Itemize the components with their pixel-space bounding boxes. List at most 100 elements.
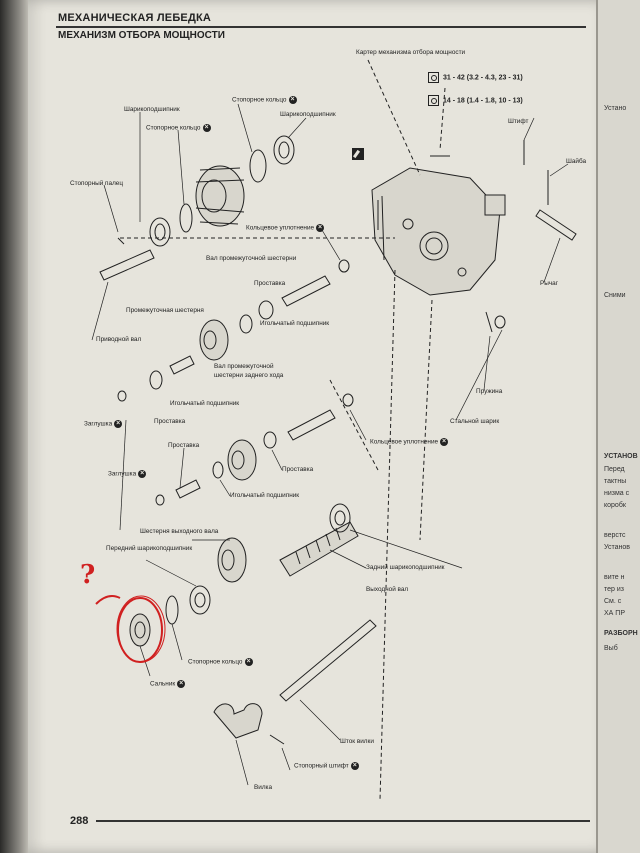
part-label: Стопорный палец (70, 180, 124, 187)
pto-housing-drawing (371, 167, 506, 296)
spacer-drawing (258, 300, 274, 320)
spacer-drawing (175, 479, 201, 499)
header-divider (56, 26, 586, 28)
part-label: Игольчатый подшипник (170, 400, 240, 407)
circle-x-icon: × (350, 762, 359, 770)
facing-page-text: См. с (604, 598, 622, 605)
snap-ring-drawing (179, 203, 193, 233)
facing-page-text: Выб (604, 645, 618, 652)
steel-ball-drawing (494, 315, 506, 329)
torque-spec: 31 - 42 (3.2 - 4.3, 23 - 31) (428, 72, 523, 83)
facing-page-text: Устано (604, 105, 627, 112)
part-label: Штифт (508, 118, 529, 125)
torque-wrench-icon (428, 72, 439, 83)
part-label: Проставка (168, 442, 200, 449)
part-label: Заглушка× (84, 420, 123, 428)
upper-gear-drawing (195, 165, 245, 227)
part-label: Вилка (254, 784, 273, 791)
part-label: Стопорный штифт× (294, 762, 359, 770)
needle-bearing-drawing (149, 370, 163, 390)
drive-shaft-drawing (99, 249, 155, 281)
part-label: Задний шарикоподшипник (366, 564, 445, 571)
spring-drawing (485, 311, 493, 333)
lock-pin-drawing (117, 237, 125, 245)
section-title: МЕХАНИЧЕСКАЯ ЛЕБЕДКА (58, 12, 212, 24)
lock-pin-drawing (269, 734, 285, 745)
section-subtitle: МЕХАНИЗМ ОТБОРА МОЩНОСТИ (58, 30, 225, 41)
front-bearing-drawing (189, 585, 211, 615)
part-label: Шарикоподшипник (280, 111, 336, 118)
circle-x-icon: × (177, 680, 186, 688)
circle-x-icon: × (244, 658, 253, 666)
torque-spec: 14 - 18 (1.4 - 1.8, 10 - 13) (428, 95, 523, 106)
part-label: Шайба (566, 158, 587, 165)
leader-lines (91, 103, 569, 786)
part-label: Игольчатый подшипник (230, 492, 300, 499)
output-gear-drawing (217, 537, 247, 583)
part-label: Приводной вал (96, 336, 142, 343)
facing-page-text: низма с (604, 490, 630, 497)
facing-page-text: Сними (604, 292, 626, 299)
upper-ball-bearing-drawing (149, 217, 171, 247)
o-ring-drawing (338, 259, 350, 273)
part-label: Вал промежуточной (214, 363, 274, 370)
o-ring-drawing (342, 393, 354, 407)
right-ball-bearing-drawing (273, 135, 295, 165)
reverse-idler-gear-drawing (227, 439, 257, 481)
annotation-question-mark: ? (80, 560, 96, 590)
plug-drawing (155, 494, 165, 506)
lever-drawing (535, 209, 577, 241)
snap-ring-drawing (165, 595, 179, 625)
part-label: Передний шарикоподшипник (106, 545, 193, 552)
facing-page-text: тер из (604, 586, 624, 593)
assembly-guide-lines (120, 59, 446, 801)
book-left-edge (0, 0, 28, 853)
part-label: Промежуточная шестерня (126, 307, 204, 314)
part-label: Кольцевое уплотнение× (370, 438, 449, 446)
part-label: Кольцевое уплотнение× (246, 224, 325, 232)
facing-page-text: Перед (604, 466, 625, 473)
needle-bearing-drawing (212, 461, 224, 479)
part-label: Сальник× (150, 680, 186, 688)
torque-wrench-icon (428, 95, 439, 106)
part-label: Стопорное кольцо× (146, 124, 211, 132)
facing-page-text: вите н (604, 574, 625, 581)
reverse-idler-shaft-drawing (287, 409, 336, 441)
part-label: Вал промежуточной шестерни (206, 255, 297, 262)
facing-page-text: тактны (604, 478, 627, 485)
page-number: 288 (70, 815, 89, 827)
part-label: Проставка (282, 466, 314, 473)
part-label: Шарикоподшипник (124, 106, 180, 113)
grease-icon (352, 148, 364, 160)
annotation-circle (95, 595, 166, 663)
part-label: Пружина (476, 388, 503, 395)
spacer-drawing (263, 431, 277, 449)
facing-page-text: УСТАНОВ (604, 453, 638, 460)
circle-x-icon: × (202, 124, 211, 132)
facing-page-text: Установ (604, 544, 630, 551)
plug-drawing (117, 390, 127, 402)
part-label: Проставка (254, 280, 286, 287)
part-label: Картер механизма отбора мощности (356, 49, 466, 56)
facing-page-text: коробк (604, 502, 626, 509)
facing-page-text: верстс (604, 532, 626, 539)
needle-bearing-drawing (239, 314, 253, 334)
part-label: Шестерня выходного вала (140, 528, 219, 535)
fork-drawing (213, 703, 263, 739)
part-label: Стопорное кольцо× (188, 658, 253, 666)
facing-page-text: РАЗБОРН (604, 630, 638, 637)
part-label: Рычаг (540, 280, 559, 287)
pin-drawing (523, 140, 549, 205)
fork-rod-drawing (279, 619, 377, 702)
circle-x-icon: × (316, 224, 325, 232)
part-label: Шток вилки (340, 738, 374, 745)
circle-x-icon: × (114, 420, 123, 428)
part-label: Выходной вал (366, 586, 409, 593)
part-label: Стопорное кольцо× (232, 96, 297, 104)
idler-shaft-drawing (281, 275, 331, 307)
idler-gear-drawing (199, 319, 229, 361)
spacer-drawing (169, 355, 195, 375)
circle-x-icon: × (138, 470, 147, 478)
part-label: Заглушка× (108, 470, 147, 478)
